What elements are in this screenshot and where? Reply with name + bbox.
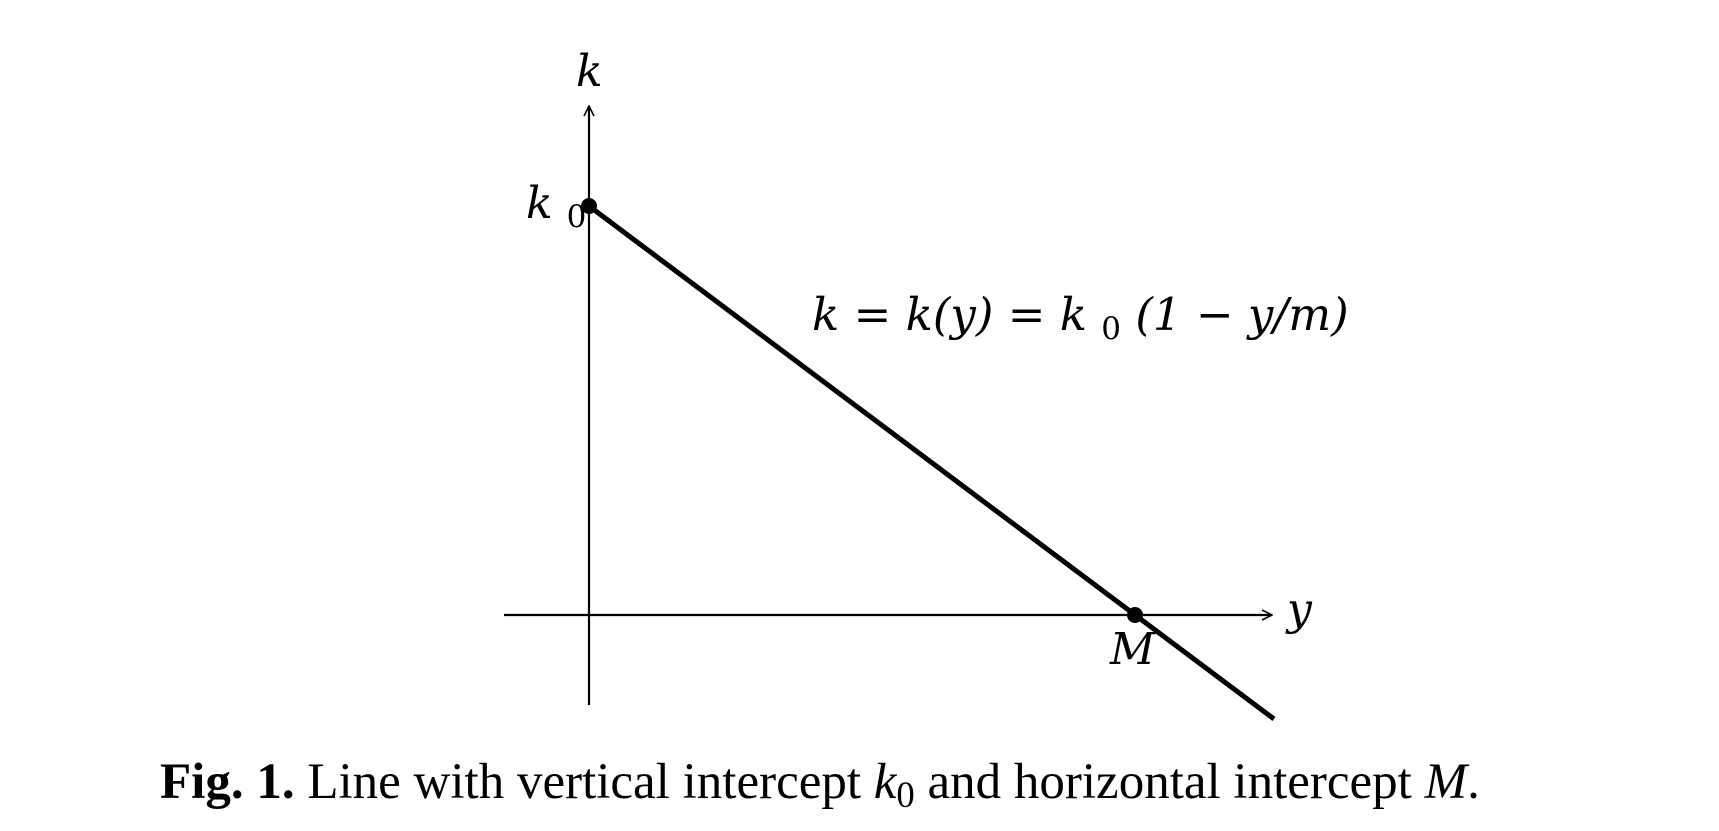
caption-symbol-k-sub: 0 bbox=[896, 774, 915, 816]
vertical-intercept-label-base: k bbox=[526, 178, 553, 229]
line-equation: k = k(y) = k 0 (1 − y/m) bbox=[812, 288, 1349, 350]
vertical-axis-label: k bbox=[576, 46, 603, 97]
vertical-intercept-label-sub: 0 bbox=[567, 199, 587, 235]
vertical-intercept-point bbox=[581, 198, 597, 214]
horizontal-axis-label: y bbox=[1285, 584, 1313, 635]
horizontal-intercept-label: M bbox=[1109, 624, 1156, 675]
line-equation-lhs: k = k(y) = k bbox=[812, 288, 1087, 341]
caption-end: . bbox=[1467, 754, 1480, 810]
figure-caption: Fig. 1. Line with vertical intercept k0 … bbox=[160, 752, 1480, 816]
decreasing-line bbox=[587, 203, 1276, 722]
caption-symbol-m: M bbox=[1424, 754, 1468, 810]
caption-lead: Fig. 1. bbox=[160, 754, 295, 810]
caption-text-2: and horizontal intercept bbox=[927, 754, 1412, 810]
caption-text-1: Line with vertical intercept bbox=[307, 754, 862, 810]
line-equation-rhs: (1 − y/m) bbox=[1135, 288, 1348, 341]
horizontal-intercept-point bbox=[1127, 607, 1143, 623]
vertical-intercept-label: k 0 bbox=[526, 178, 586, 235]
caption-symbol-k: k bbox=[873, 754, 897, 810]
line-equation-sub: 0 bbox=[1101, 311, 1121, 347]
